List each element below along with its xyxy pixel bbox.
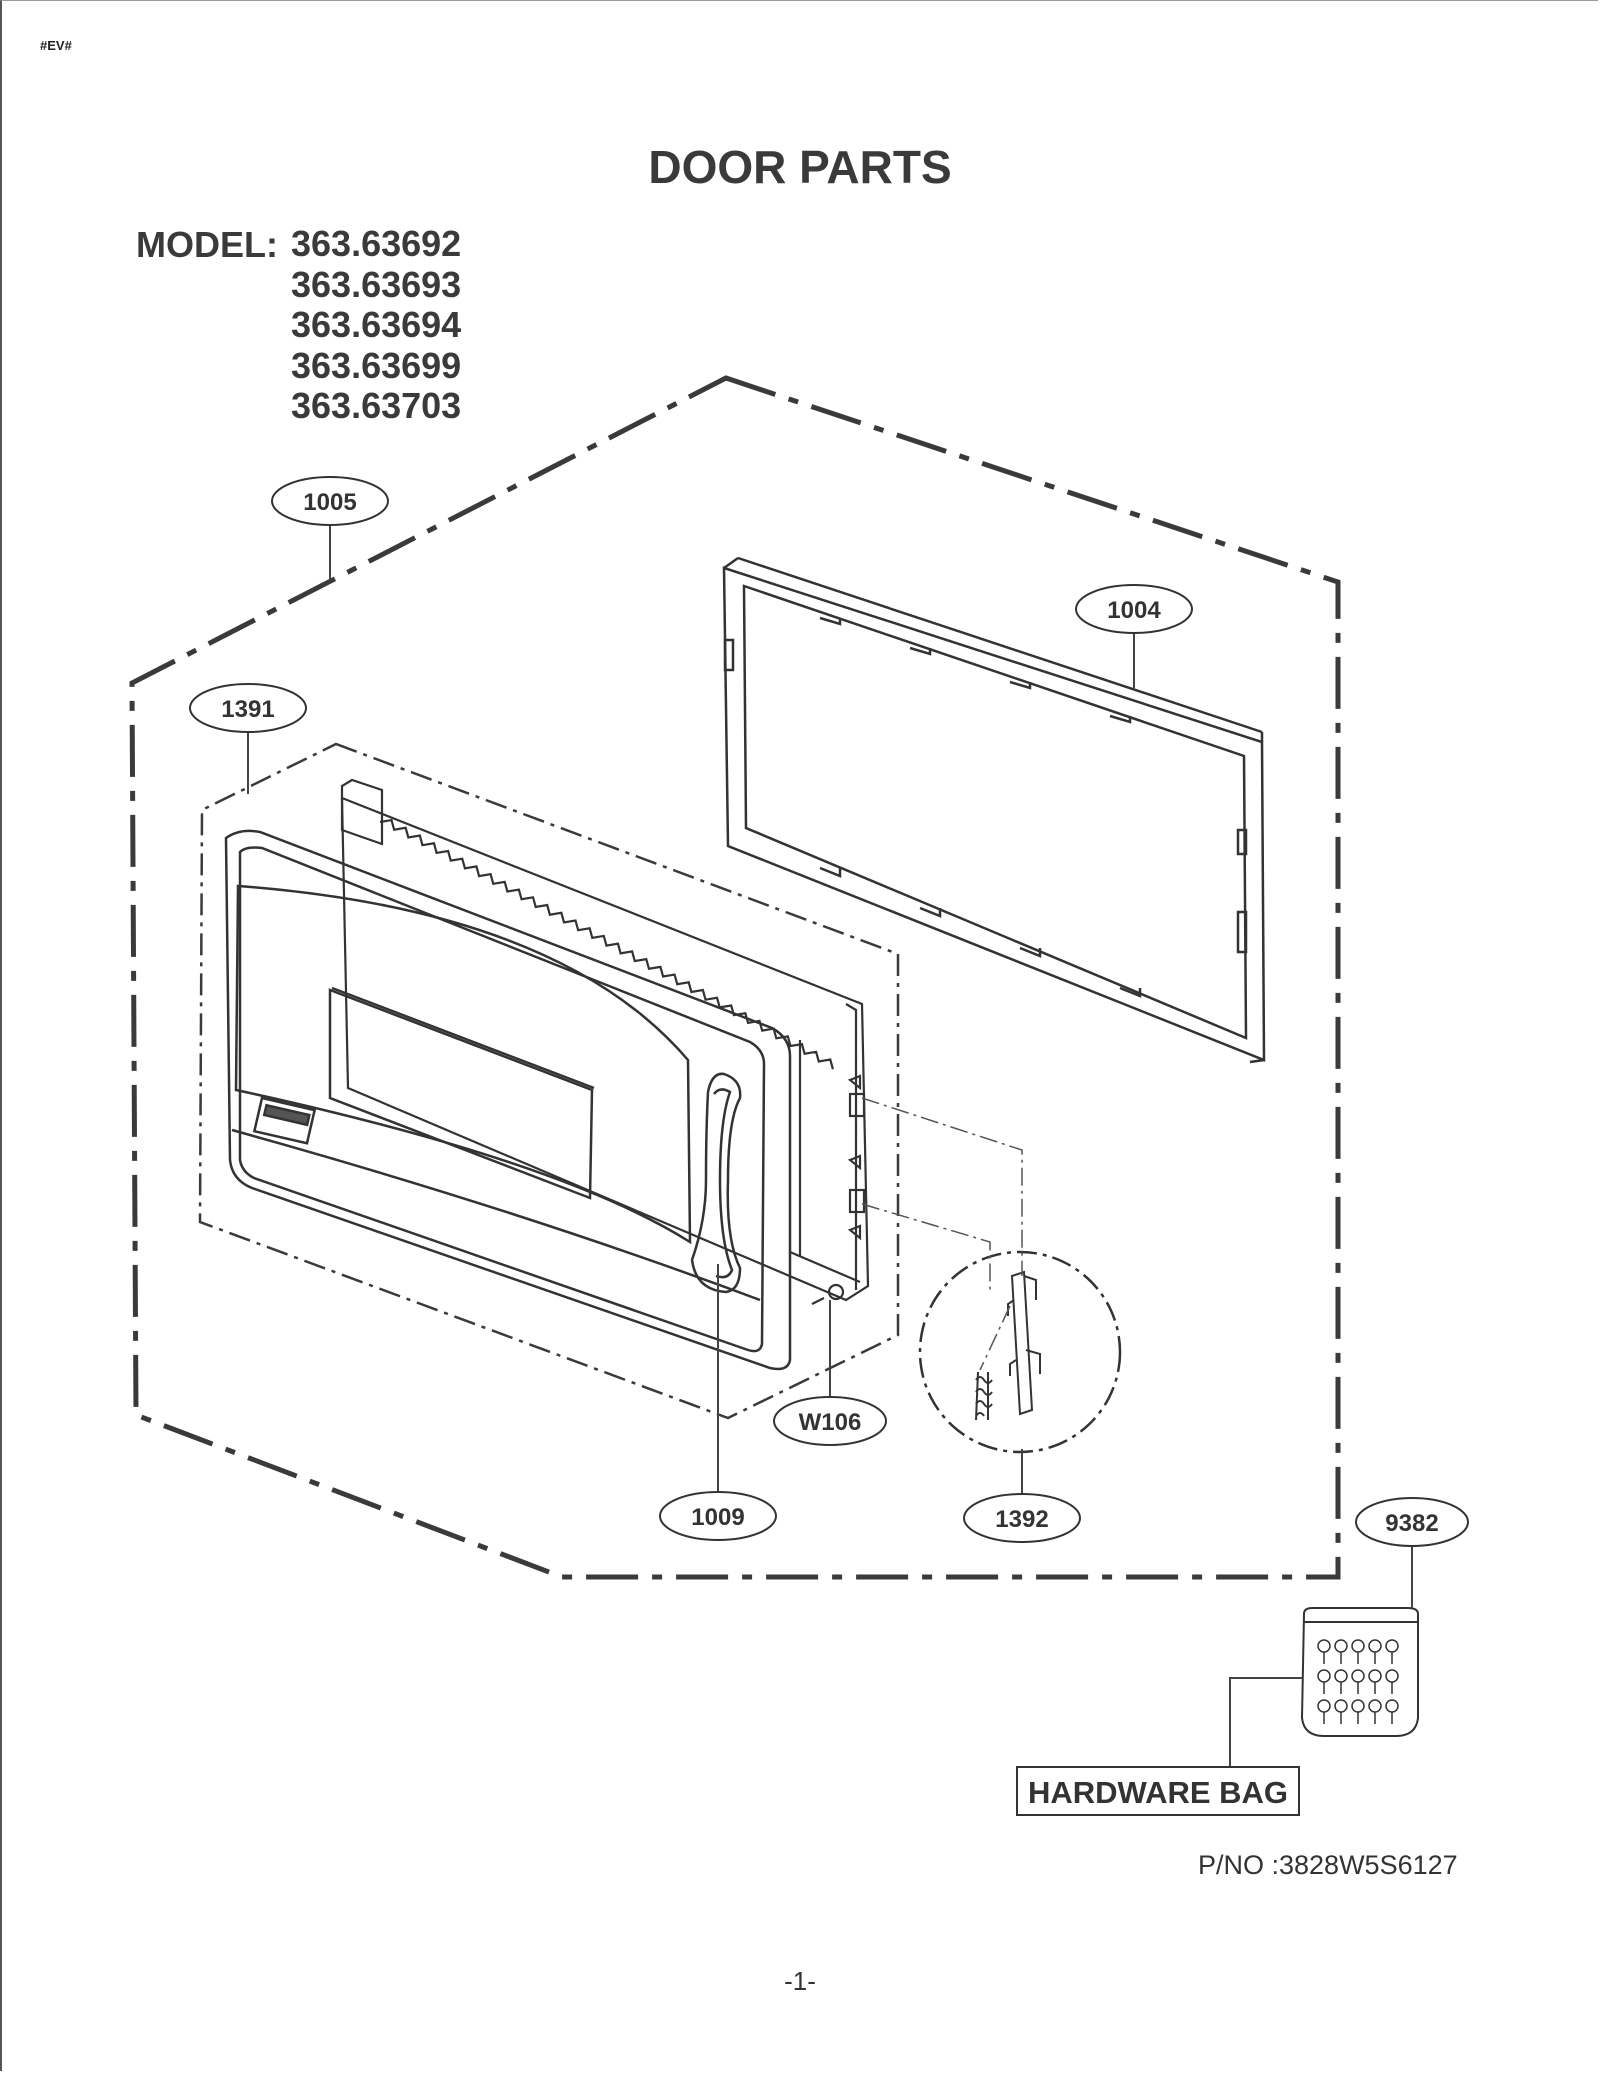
callout-label: 1392 (995, 1506, 1048, 1533)
screw-icon (1351, 1699, 1365, 1713)
callout-1392: 1392 (963, 1493, 1081, 1543)
screw-icon (1334, 1639, 1348, 1653)
latch-guide-lines (861, 1097, 1023, 1371)
document-code: #EV# (40, 38, 72, 53)
model-number-list: 363.63692 363.63693 363.63694 363.63699 … (291, 223, 462, 427)
callout-label: 1009 (691, 1504, 744, 1531)
screw-icon (1385, 1639, 1399, 1653)
callout-label: 9382 (1385, 1510, 1438, 1537)
screw-set (1317, 1639, 1399, 1724)
model-number: 363.63694 (291, 304, 462, 345)
model-label: MODEL: (136, 224, 278, 265)
callout-label: W106 (799, 1409, 862, 1436)
screw-icon (1351, 1639, 1365, 1653)
callout-W106: W106 (773, 1396, 887, 1446)
leader-lines (247, 521, 1413, 1768)
callout-9382: 9382 (1355, 1497, 1469, 1547)
screw-icon (1351, 1669, 1365, 1683)
door-outer-part-1009 (224, 829, 792, 1371)
screw-icon (1385, 1699, 1399, 1713)
model-number: 363.63699 (291, 344, 462, 386)
latch-detail-circle (918, 1250, 1122, 1454)
door-assembly-boundary (198, 742, 900, 1420)
callout-1005: 1005 (271, 476, 389, 526)
latch-part-1392 (975, 1270, 1041, 1421)
part-number: P/NO :3828W5S6127 (1198, 1850, 1458, 1880)
page-number: -1- (784, 1966, 816, 1996)
screw-icon (1317, 1639, 1331, 1653)
hardware-bag-part-9382 (1300, 1607, 1419, 1737)
screw-icon (1368, 1639, 1382, 1653)
screw-icon (1368, 1699, 1382, 1713)
callout-label: 1005 (303, 489, 356, 516)
callout-1004: 1004 (1075, 584, 1193, 634)
screw-icon (1317, 1669, 1331, 1683)
model-number: 363.63693 (291, 263, 462, 305)
model-number: 363.63703 (291, 385, 462, 426)
page-title: DOOR PARTS (648, 141, 952, 193)
model-number: 363.63692 (291, 223, 462, 264)
door-frame-part-1004 (722, 556, 1266, 1064)
callout-1009: 1009 (659, 1491, 777, 1541)
hardware-bag-text: HARDWARE BAG (1028, 1775, 1288, 1810)
screw-icon (1334, 1699, 1348, 1713)
assembly-boundary (129, 375, 1341, 1580)
callout-label: 1004 (1107, 597, 1161, 624)
screw-icon (1334, 1669, 1348, 1683)
screw-icon (1317, 1699, 1331, 1713)
screw-icon (1385, 1669, 1399, 1683)
callout-1391: 1391 (189, 683, 307, 733)
callout-label: 1391 (221, 696, 274, 723)
screw-icon (1368, 1669, 1382, 1683)
hardware-bag-label: HARDWARE BAG (1016, 1766, 1300, 1816)
